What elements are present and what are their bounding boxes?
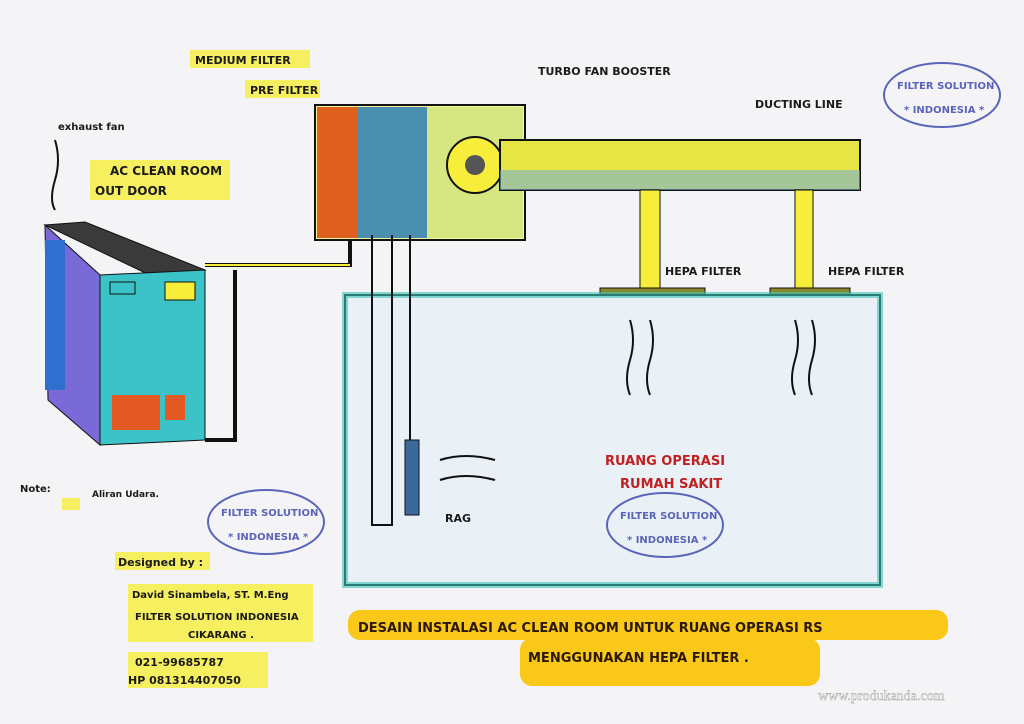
designer-company: FILTER SOLUTION INDONESIA <box>135 612 299 623</box>
label-pre-filter: PRE FILTER <box>250 84 319 97</box>
title-line2: MENGGUNAKAN HEPA FILTER . <box>528 651 749 666</box>
designer-hp: HP 081314407050 <box>128 674 241 687</box>
label-out-door: OUT DOOR <box>95 184 167 198</box>
svg-text:FILTER SOLUTION: FILTER SOLUTION <box>221 508 318 519</box>
operating-room <box>342 235 883 588</box>
label-rumah-sakit: RUMAH SAKIT <box>620 477 722 492</box>
airflow-arrows <box>51 139 816 481</box>
label-turbo-fan: TURBO FAN BOOSTER <box>538 65 671 78</box>
note-text: Aliran Udara. <box>92 490 159 500</box>
designer-heading: Designed by : <box>118 556 203 569</box>
label-exhaust-fan: exhaust fan <box>58 122 125 133</box>
label-ac-clean-room: AC CLEAN ROOM <box>110 164 222 178</box>
label-medium-filter: MEDIUM FILTER <box>195 54 291 67</box>
label-hepa-filter-left: HEPA FILTER <box>665 265 742 278</box>
label-ruang-operasi: RUANG OPERASI <box>605 454 725 469</box>
svg-text:FILTER SOLUTION: FILTER SOLUTION <box>620 511 717 522</box>
ac-outdoor-unit <box>43 221 207 447</box>
watermark: www.produkanda.com <box>818 689 945 704</box>
stamp-logo: FILTER SOLUTION * INDONESIA * FILTER SOLU… <box>207 62 1001 558</box>
svg-text:FILTER SOLUTION: FILTER SOLUTION <box>897 81 994 92</box>
label-ducting-line: DUCTING LINE <box>755 98 843 111</box>
note-prefix: Note: <box>20 484 51 495</box>
air-handling-unit <box>314 104 526 241</box>
title-line1: DESAIN INSTALASI AC CLEAN ROOM UNTUK RUA… <box>358 621 823 636</box>
svg-text:* INDONESIA *: * INDONESIA * <box>228 532 309 543</box>
label-hepa-filter-right: HEPA FILTER <box>828 265 905 278</box>
designer-city: CIKARANG . <box>188 630 254 641</box>
svg-text:* INDONESIA *: * INDONESIA * <box>627 535 708 546</box>
designer-phone: 021-99685787 <box>135 656 224 669</box>
designer-name: David Sinambela, ST. M.Eng <box>132 590 289 601</box>
label-rag: RAG <box>445 512 471 525</box>
svg-text:* INDONESIA *: * INDONESIA * <box>904 105 985 116</box>
ducting-line <box>499 139 861 301</box>
